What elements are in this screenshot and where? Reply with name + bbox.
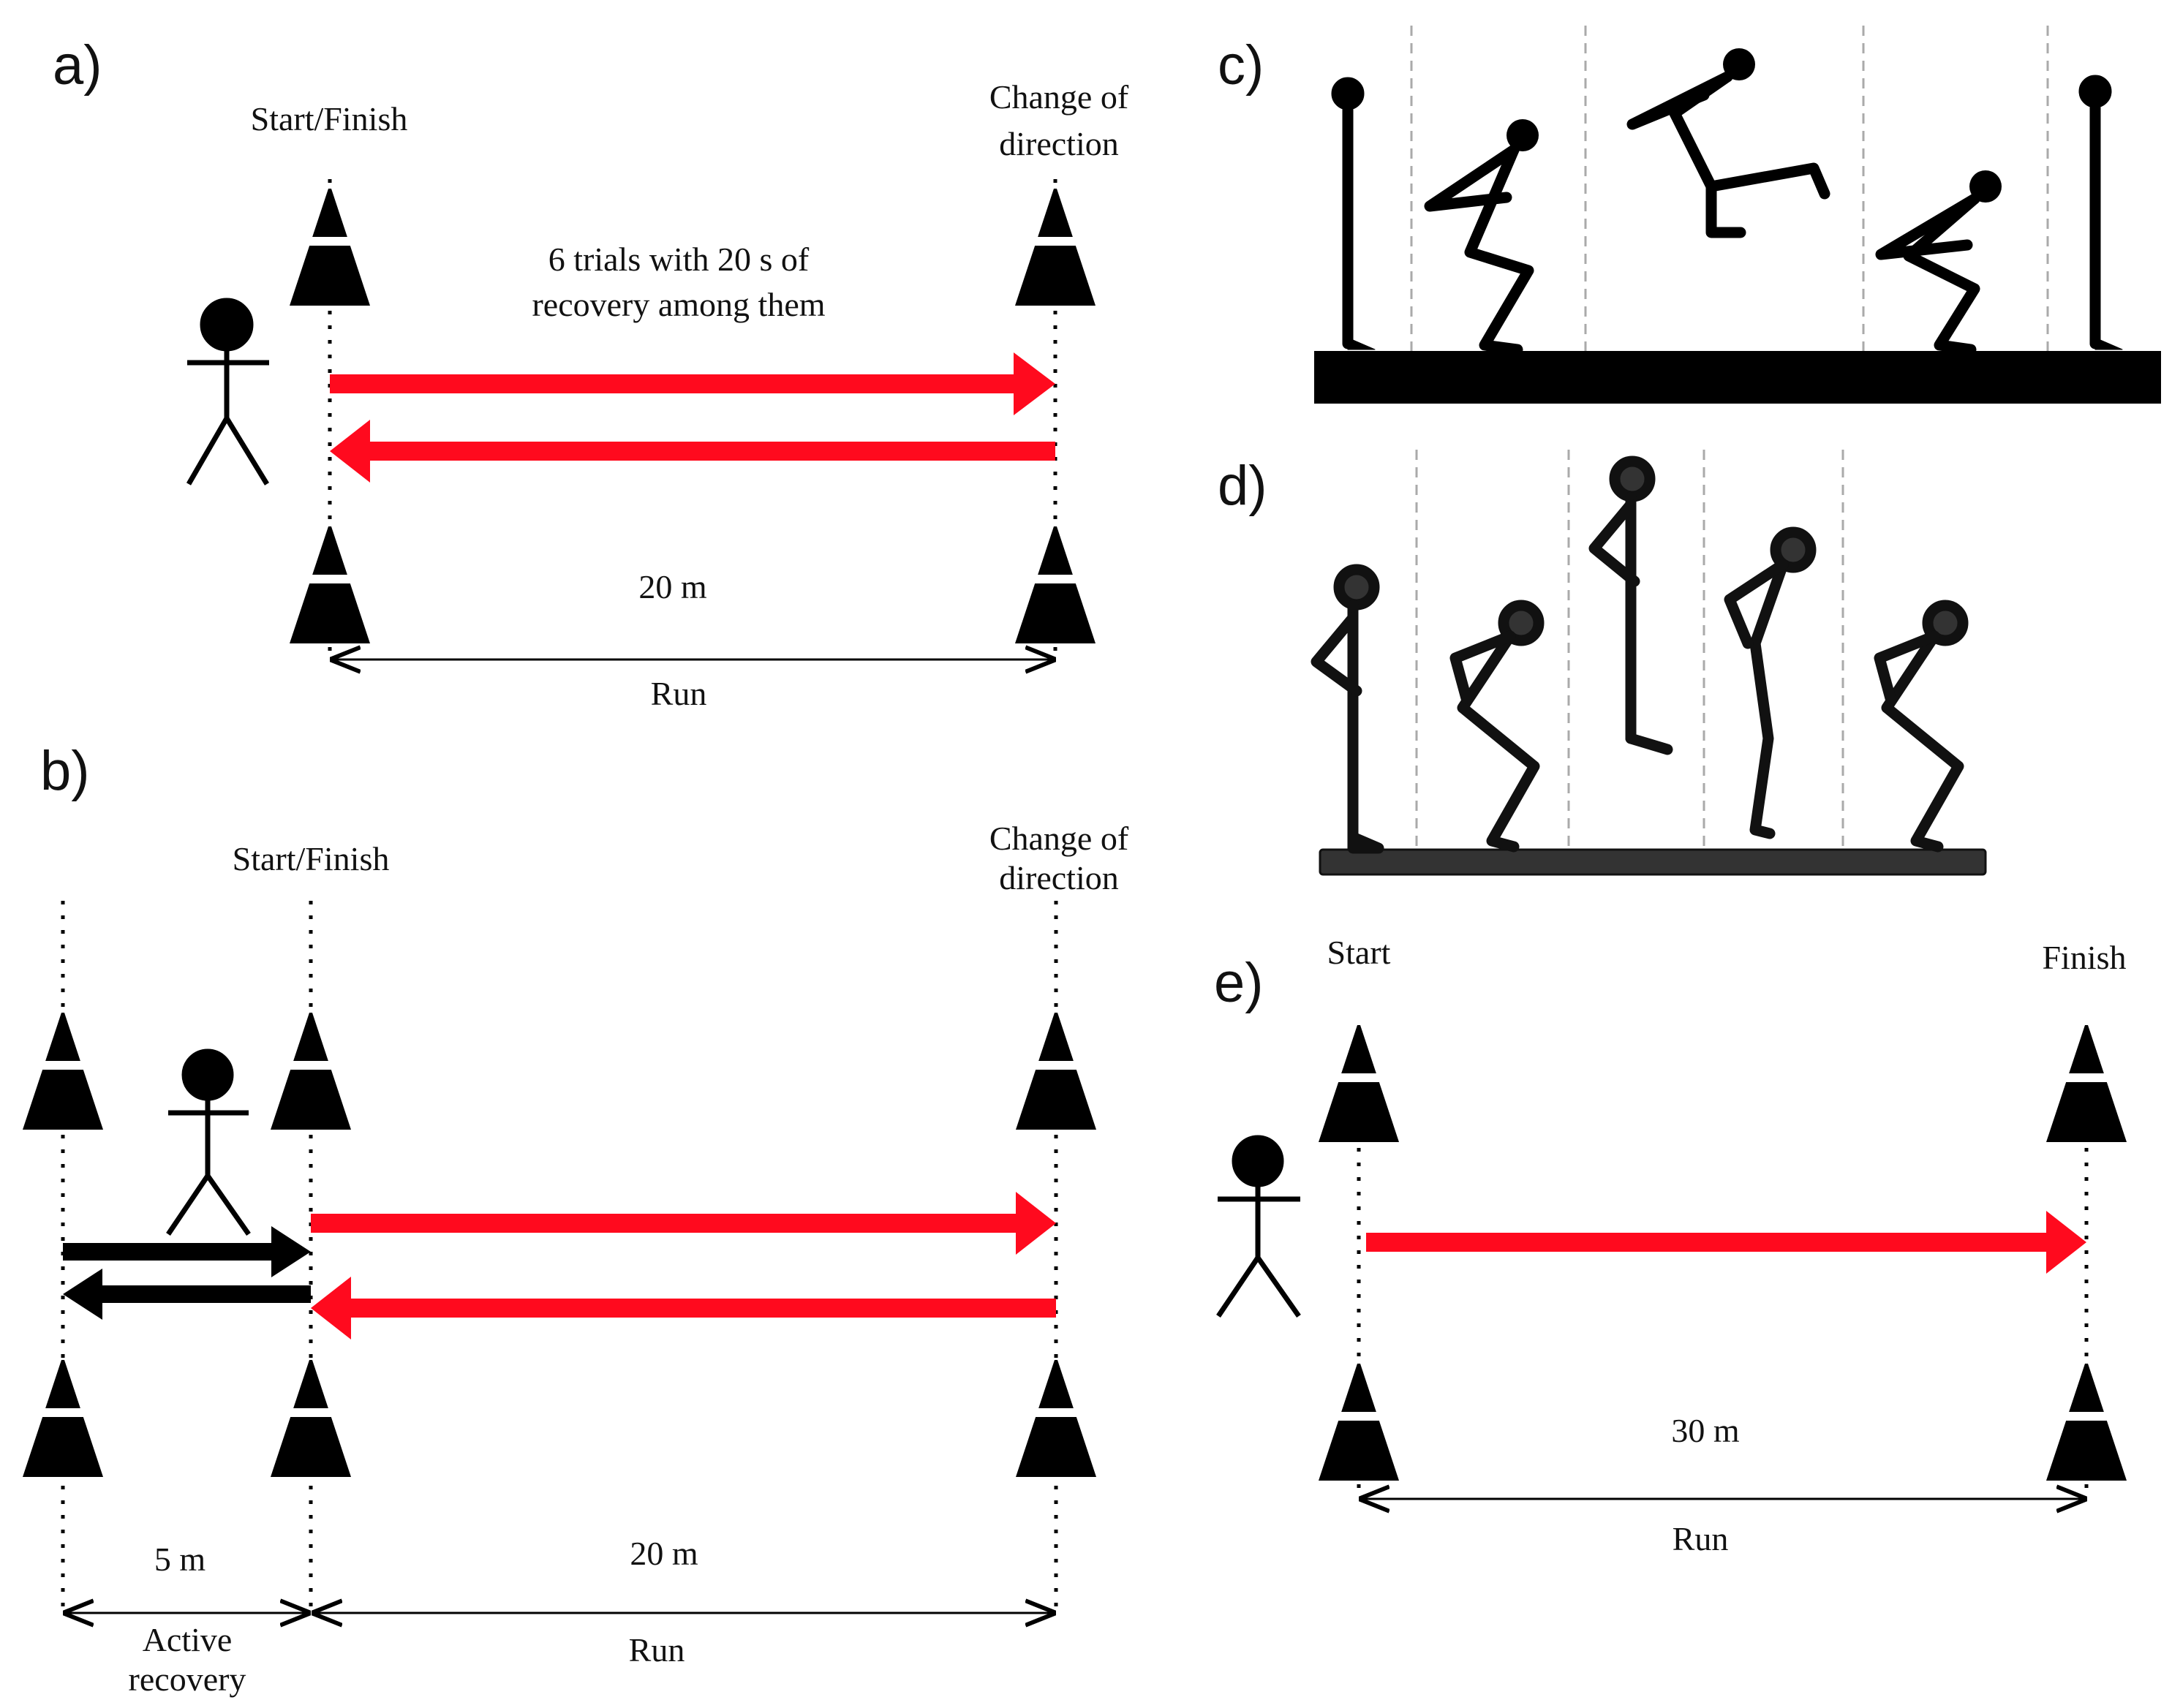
run-arrow-back	[330, 420, 1055, 483]
standing-figure	[1331, 77, 1376, 350]
phase-dividers	[1410, 26, 2049, 351]
panel-b-label: b)	[40, 740, 90, 802]
run-arrow	[1366, 1211, 2086, 1274]
cone	[1015, 189, 1096, 306]
standing-figure	[2078, 75, 2123, 350]
start-finish-label: Start/Finish	[251, 100, 408, 137]
run-arrow-back	[311, 1277, 1056, 1339]
run-distance-label: 20 m	[630, 1535, 698, 1572]
run-label: Run	[629, 1631, 685, 1669]
panel-a-label: a)	[53, 34, 102, 97]
panel-a: a) Start/Finish Change of direction 6 tr…	[53, 34, 1129, 712]
cone	[1016, 1360, 1096, 1477]
active-recovery-label: recovery	[129, 1660, 246, 1698]
cone	[23, 1360, 103, 1477]
cone	[1319, 1364, 1399, 1481]
cone	[1319, 1025, 1399, 1142]
person-icon	[186, 298, 269, 485]
person-icon	[1216, 1135, 1301, 1318]
distance-label: 30 m	[1671, 1412, 1740, 1449]
cone	[2046, 1364, 2127, 1481]
trials-note: recovery among them	[532, 286, 825, 323]
countermovement-squat-figure	[1449, 600, 1545, 853]
jumping-figure	[1626, 48, 1830, 238]
panel-c-label: c)	[1218, 34, 1264, 97]
run-arrow-out	[311, 1192, 1056, 1255]
panel-e-label: e)	[1214, 952, 1264, 1014]
run-arrow-out	[330, 352, 1055, 415]
ground-bar	[1314, 351, 2161, 404]
ground-bar	[1319, 848, 1987, 876]
panel-c: c)	[1218, 26, 2161, 404]
landing-figure	[1875, 170, 2002, 355]
change-of-direction-label: direction	[999, 859, 1119, 896]
cone	[23, 1013, 103, 1130]
trials-note: 6 trials with 20 s of	[548, 241, 810, 278]
panel-e: e) Start Finish 30 m Run	[1214, 934, 2127, 1557]
landing-squat-figure	[1874, 600, 1969, 853]
active-recovery-label: Active	[143, 1621, 233, 1658]
change-of-direction-label: Change of	[989, 78, 1129, 116]
recovery-distance-label: 5 m	[154, 1541, 206, 1578]
countermovement-start-figure	[1311, 564, 1384, 854]
finish-label: Finish	[2042, 939, 2126, 976]
run-label: Run	[1673, 1520, 1729, 1557]
jump-landing-figure	[1724, 526, 1817, 839]
cone	[1016, 1013, 1096, 1130]
panel-d-label: d)	[1218, 455, 1267, 517]
panel-b: b) Start/Finish Change of direction	[23, 740, 1129, 1698]
change-of-direction-label: direction	[999, 125, 1119, 162]
start-label: Start	[1327, 934, 1391, 971]
panel-d: d)	[1218, 450, 1987, 876]
distance-label: 20 m	[638, 568, 707, 605]
jump-flight-figure	[1588, 456, 1673, 755]
cone	[271, 1013, 351, 1130]
change-of-direction-label: Change of	[989, 820, 1129, 857]
recovery-arrow-out	[63, 1226, 311, 1277]
phase-dividers	[1415, 450, 1844, 850]
cone	[290, 526, 370, 643]
cone	[290, 189, 370, 306]
recovery-arrow-back	[63, 1269, 311, 1320]
start-finish-label: Start/Finish	[233, 840, 390, 877]
person-icon	[166, 1048, 251, 1236]
cone	[2046, 1025, 2127, 1142]
squat-figure	[1424, 119, 1539, 355]
run-label: Run	[651, 675, 707, 712]
cone	[1015, 526, 1096, 643]
cone	[271, 1360, 351, 1477]
